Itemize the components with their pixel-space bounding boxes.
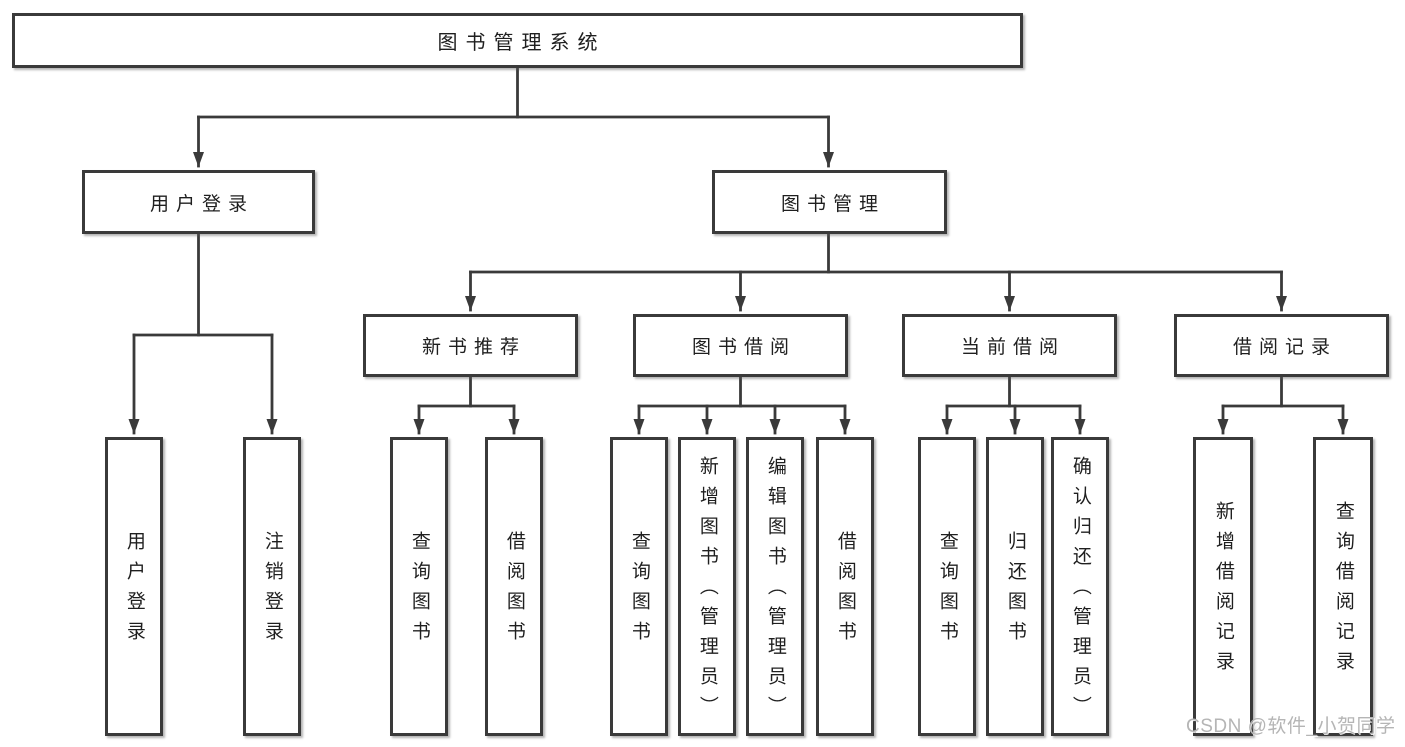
node-library-management-system: 图书管理系统 — [12, 13, 1023, 68]
leaf-label: 确认归还（管理员） — [1069, 456, 1091, 726]
connector-root-to-level2 — [193, 64, 834, 168]
node-user-login: 用户登录 — [82, 170, 315, 234]
leaf-label: 归还图书 — [1004, 531, 1026, 651]
leaf-label: 借阅图书 — [834, 531, 856, 651]
leaf-query-books-current: 查询图书 — [918, 437, 976, 736]
leaf-label: 注销登录 — [261, 531, 283, 651]
leaf-label: 查询图书 — [936, 531, 958, 651]
connector-current-borrowing-to-leaves — [941, 374, 1086, 435]
node-new-book-recommend: 新书推荐 — [363, 314, 578, 377]
connector-book-borrowing-to-leaves — [633, 374, 851, 435]
node-borrowing-records: 借阅记录 — [1174, 314, 1389, 377]
leaf-label: 查询图书 — [408, 531, 430, 651]
connector-new-book-recommend-to-leaves — [413, 374, 520, 435]
leaf-user-login: 用户登录 — [105, 437, 163, 736]
leaf-logout: 注销登录 — [243, 437, 301, 736]
node-label: 图书借阅 — [691, 337, 796, 358]
leaf-add-book-admin: 新增图书（管理员） — [678, 437, 736, 736]
node-label: 图书管理 — [780, 193, 885, 215]
node-book-management: 图书管理 — [712, 170, 947, 234]
connector-user-login-to-leaves — [128, 231, 278, 435]
leaf-borrow-books-borrowing: 借阅图书 — [816, 437, 874, 736]
node-label: 新书推荐 — [421, 337, 526, 358]
leaf-query-books-borrowing: 查询图书 — [610, 437, 668, 736]
node-label: 当前借阅 — [960, 337, 1065, 358]
leaf-label: 新增图书（管理员） — [696, 456, 718, 726]
leaf-query-borrow-record: 查询借阅记录 — [1313, 437, 1373, 736]
leaf-label: 用户登录 — [123, 531, 145, 651]
leaf-label: 借阅图书 — [503, 531, 525, 651]
leaf-label: 查询图书 — [628, 531, 650, 651]
node-label: 图书管理系统 — [437, 32, 606, 54]
connector-book-management-to-groups — [465, 231, 1287, 312]
csdn-watermark: CSDN @软件_小贺同学 — [1186, 716, 1396, 737]
leaf-borrow-books-recommend: 借阅图书 — [485, 437, 543, 736]
node-label: 借阅记录 — [1232, 337, 1337, 358]
leaf-return-book: 归还图书 — [986, 437, 1044, 736]
node-label: 用户登录 — [149, 193, 254, 215]
leaf-label: 查询借阅记录 — [1332, 501, 1354, 681]
leaf-edit-book-admin: 编辑图书（管理员） — [746, 437, 804, 736]
connector-borrowing-records-to-leaves — [1217, 374, 1349, 435]
node-current-borrowing: 当前借阅 — [902, 314, 1117, 377]
node-book-borrowing: 图书借阅 — [633, 314, 848, 377]
leaf-add-borrow-record: 新增借阅记录 — [1193, 437, 1253, 736]
leaf-confirm-return-admin: 确认归还（管理员） — [1051, 437, 1109, 736]
leaf-label: 编辑图书（管理员） — [764, 456, 786, 726]
leaf-label: 新增借阅记录 — [1212, 501, 1234, 681]
leaf-query-books-recommend: 查询图书 — [390, 437, 448, 736]
